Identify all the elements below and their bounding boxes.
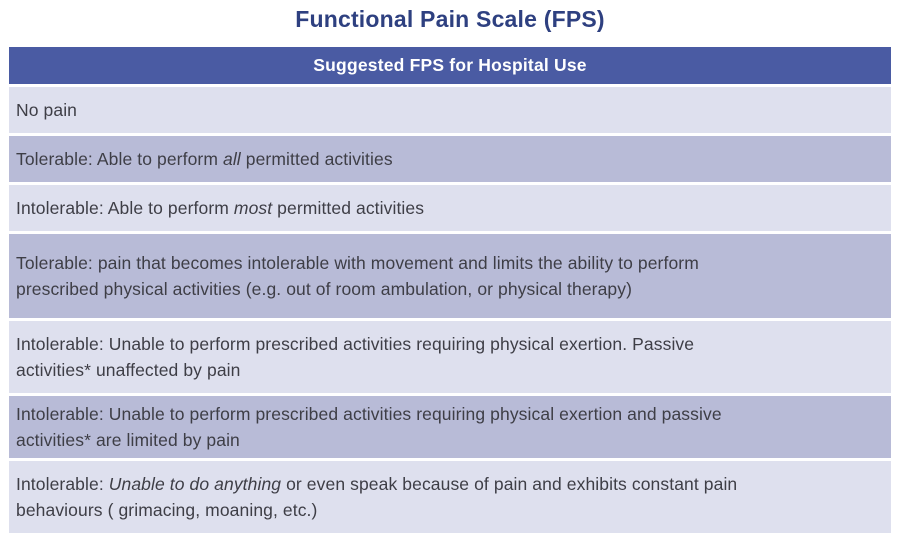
- table-row: Intolerable: Unable to do anything or ev…: [9, 461, 891, 533]
- row-text: Tolerable: Able to perform: [16, 149, 223, 169]
- row-text: permitted activities: [272, 198, 425, 218]
- row-text: Intolerable: Unable to perform prescribe…: [16, 334, 695, 354]
- table-row: No pain: [9, 87, 891, 133]
- row-text: behaviours ( grimacing, moaning, etc.): [16, 500, 318, 520]
- row-text-italic: Unable to do anything: [108, 474, 282, 494]
- row-text: No pain: [16, 100, 78, 120]
- table-row: Tolerable: pain that becomes intolerable…: [9, 234, 891, 318]
- row-text: Intolerable:: [16, 474, 109, 494]
- row-text: activities* unaffected by pain: [16, 360, 241, 380]
- row-text: prescribed physical activities (e.g. out…: [16, 279, 633, 299]
- row-text: permitted activities: [240, 149, 393, 169]
- table-row: Intolerable: Unable to perform prescribe…: [9, 321, 891, 393]
- row-text: Intolerable: Able to perform: [16, 198, 234, 218]
- row-text-italic: all: [222, 149, 241, 169]
- page-title: Functional Pain Scale (FPS): [295, 6, 605, 32]
- table-header: Suggested FPS for Hospital Use: [9, 47, 891, 84]
- row-text: or even speak because of pain and exhibi…: [281, 474, 738, 494]
- row-text: Intolerable: Unable to perform prescribe…: [16, 404, 722, 424]
- table-row: Tolerable: Able to perform all permitted…: [9, 136, 891, 182]
- row-text: Tolerable: pain that becomes intolerable…: [16, 253, 699, 273]
- table-row: Intolerable: Unable to perform prescribe…: [9, 396, 891, 458]
- row-text-italic: most: [233, 198, 273, 218]
- row-text: activities* are limited by pain: [16, 430, 240, 450]
- table-row: Intolerable: Able to perform most permit…: [9, 185, 891, 231]
